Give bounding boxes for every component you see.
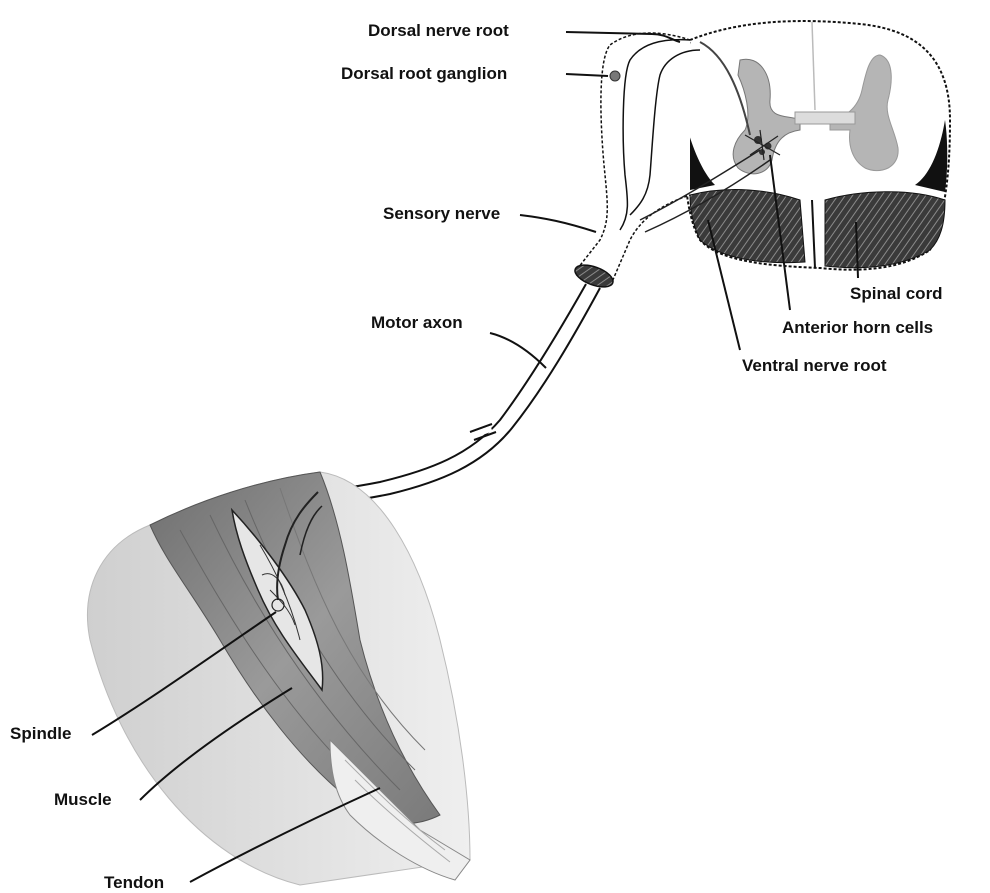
muscle-illustration <box>88 472 471 885</box>
dorsal-root-sheath <box>578 33 690 282</box>
spinal-cord-cross-section <box>684 21 950 270</box>
leader-dorsal-root-ganglion <box>566 74 608 76</box>
gray-commissure <box>795 112 855 124</box>
ganglion-cell <box>610 71 620 81</box>
label-spinal-cord: Spinal cord <box>850 284 943 304</box>
label-anterior-horn-cells: Anterior horn cells <box>782 318 933 338</box>
label-sensory-nerve: Sensory nerve <box>383 204 500 224</box>
label-motor-axon: Motor axon <box>371 313 463 333</box>
ventral-white-matter-right <box>825 192 945 268</box>
label-muscle: Muscle <box>54 790 112 810</box>
leader-motor-axon <box>490 333 546 368</box>
label-spindle: Spindle <box>10 724 71 744</box>
label-tendon: Tendon <box>104 873 164 893</box>
label-ventral-nerve-root: Ventral nerve root <box>742 356 887 376</box>
label-dorsal-root-ganglion: Dorsal root ganglion <box>341 64 507 84</box>
label-dorsal-nerve-root: Dorsal nerve root <box>368 21 509 41</box>
leader-sensory-nerve <box>520 215 596 232</box>
